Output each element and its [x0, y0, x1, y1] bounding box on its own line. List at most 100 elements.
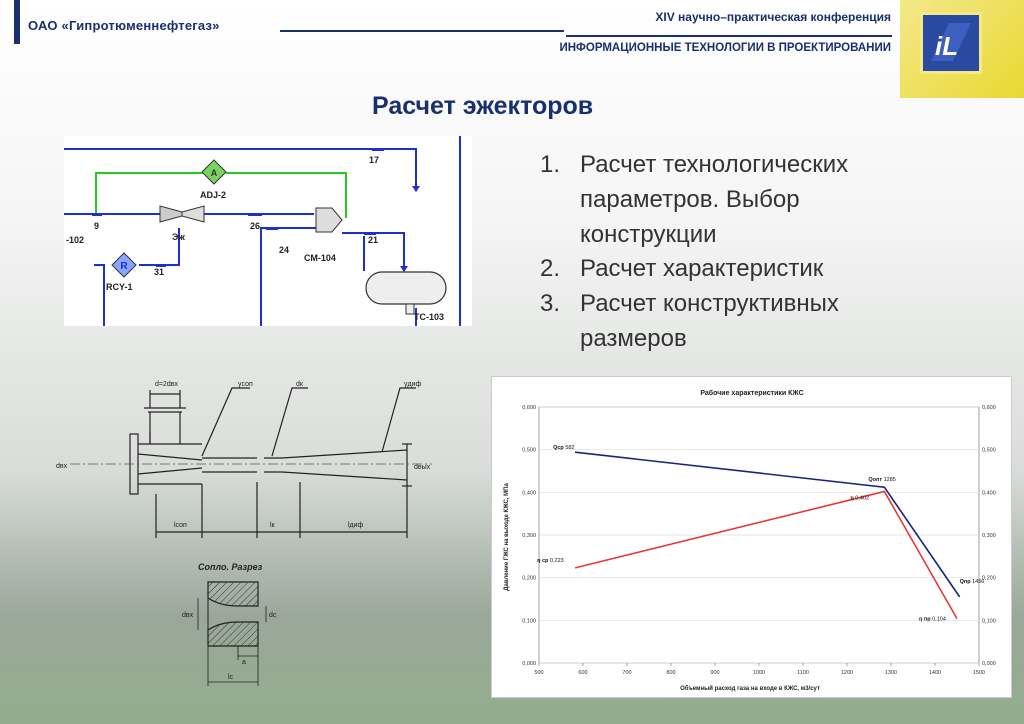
- chart-x-tick-label: 500: [534, 670, 543, 676]
- nozzle-section: Сопло. Разрез dвх dc a lc: [178, 560, 288, 690]
- chart-y-tick-label: 0,600: [522, 405, 536, 411]
- steps-list: 1. Расчет технологических параметров. Вы…: [540, 148, 930, 357]
- slide-title: Расчет эжекторов: [372, 92, 594, 120]
- chart-x-tick-label: 700: [622, 670, 631, 676]
- unit-label: ТС-103: [414, 312, 444, 322]
- stream-label: 31: [154, 267, 164, 277]
- process-schematic: A R 17 ADJ-2 9 -102 Эж 26 24 СМ-104 21 3…: [64, 136, 472, 326]
- chart-annotation: Qср 582: [553, 445, 574, 451]
- il-logo-icon: iL: [920, 12, 982, 74]
- chart-x-tick-label: 1400: [929, 670, 941, 676]
- dimension-label: a: [242, 659, 246, 666]
- recycle-node-icon: R: [111, 252, 137, 278]
- unit-label: RCY-1: [106, 282, 133, 292]
- dimension-label: lсоп: [174, 522, 187, 529]
- chart-annotation-name: Qпр: [960, 579, 973, 585]
- chart-annotation: Qпр 1456: [960, 579, 985, 585]
- stream-label: -102: [66, 235, 84, 245]
- chart-x-tick-label: 1300: [885, 670, 897, 676]
- chart-x-tick-label: 1000: [753, 670, 765, 676]
- chart-x-tick-label: 600: [578, 670, 587, 676]
- dimension-label: dc: [269, 612, 277, 619]
- dimension-label: dк: [296, 381, 304, 388]
- nozzle-title: Сопло. Разрез: [198, 562, 263, 572]
- dimension-label: dвх: [56, 463, 68, 470]
- chart-annotation: η ср 0,223: [537, 558, 564, 564]
- chart-annotation: η пр 0,104: [919, 617, 946, 623]
- stream-label: 21: [368, 235, 378, 245]
- list-item-text: Расчет конструктивных размеров: [580, 290, 839, 352]
- ejector-icon: [159, 205, 183, 223]
- logo-text: iL: [935, 31, 958, 61]
- chart-y-tick-label-right: 0,400: [982, 490, 996, 496]
- chart-y-tick-label: 0,200: [522, 576, 536, 582]
- chart-annotation-value: 1285: [884, 477, 896, 483]
- chart-x-tick-label: 800: [666, 670, 675, 676]
- chart-title: Рабочие характеристики КЖС: [700, 389, 803, 397]
- nozzle-section-svg: Сопло. Разрез dвх dc a lc: [182, 562, 277, 686]
- dimension-label: γсоп: [238, 381, 253, 388]
- chart-annotation-name: Qопт: [868, 477, 883, 483]
- chart-y-tick-label-right: 0,200: [982, 576, 996, 582]
- conference-subtitle: ИНФОРМАЦИОННЫЕ ТЕХНОЛОГИИ В ПРОЕКТИРОВАН…: [559, 42, 891, 54]
- header-divider-left: [280, 30, 564, 32]
- list-item-text: Расчет технологических параметров. Выбор…: [580, 151, 849, 248]
- svg-text:A: A: [211, 168, 218, 178]
- chart-svg: Рабочие характеристики КЖС Объемный расх…: [504, 389, 996, 692]
- stream-label: 24: [279, 245, 289, 255]
- performance-chart: Рабочие характеристики КЖС Объемный расх…: [491, 376, 1012, 698]
- chart-series-line: [574, 451, 961, 598]
- chart-y-tick-label: 0,300: [522, 533, 536, 539]
- chart-y-tick-label-right: 0,600: [982, 405, 996, 411]
- chart-annotation-name: η ср: [537, 558, 550, 564]
- chart-x-axis-label: Объемный расход газа на входе в КЖС, м3/…: [680, 685, 820, 692]
- chart-y-tick-label: 0,100: [522, 618, 536, 624]
- chart-y-tick-label-right: 0,500: [982, 448, 996, 454]
- chart-annotation-value: 1456: [972, 579, 984, 585]
- dimension-label: lдиф: [348, 522, 364, 529]
- chart-annotation-value: 582: [565, 445, 574, 451]
- unit-label: Эж: [172, 232, 186, 242]
- chart-y-tick-label-right: 0,300: [982, 533, 996, 539]
- list-item: 3. Расчет конструктивных размеров: [540, 287, 930, 357]
- separator-vessel-icon: [365, 271, 447, 305]
- chart-annotation-value: 0,104: [932, 617, 946, 623]
- chart-y-tick-label: 0,000: [522, 661, 536, 667]
- dimension-label: γдиф: [404, 381, 421, 388]
- chart-annotation-value: 0,402: [855, 495, 869, 501]
- chart-annotation-name: η пр: [919, 617, 932, 623]
- chart-x-tick-label: 900: [710, 670, 719, 676]
- chart-y-tick-label-right: 0,000: [982, 661, 996, 667]
- header-accent-bar: [14, 0, 20, 44]
- list-item-number: 3.: [540, 290, 561, 318]
- list-item-text: Расчет характеристик: [580, 255, 824, 283]
- mixer-icon: [315, 207, 343, 233]
- ejector-drawing: d=2dвх dвх γсоп dк γдиф dвых lсоп lк lди…: [52, 372, 442, 542]
- chart-x-tick-label: 1100: [797, 670, 809, 676]
- unit-label: ADJ-2: [200, 190, 226, 200]
- dimension-label: lк: [270, 522, 276, 529]
- chart-y-axis-label: Давление ГЖС на выходе КЖС, МПа: [504, 483, 510, 591]
- dimension-label: d=2dвх: [155, 381, 178, 388]
- chart-y-tick-label-right: 0,100: [982, 618, 996, 624]
- chart-series-line: [574, 490, 958, 620]
- dimension-label: dвх: [182, 612, 194, 619]
- chart-annotation-value: 0,223: [550, 558, 564, 564]
- company-name: ОАО «Гипротюменнефтегаз»: [28, 18, 220, 33]
- list-item: 2. Расчет характеристик: [540, 252, 930, 287]
- stream-label: 17: [369, 155, 379, 165]
- header-divider-right: [566, 35, 892, 37]
- stream-label: 26: [250, 221, 260, 231]
- list-item-number: 2.: [540, 255, 561, 283]
- dimension-label: lc: [228, 674, 234, 681]
- chart-y-tick-label: 0,500: [522, 448, 536, 454]
- chart-y-tick-label: 0,400: [522, 490, 536, 496]
- ejector-drawing-svg: d=2dвх dвх γсоп dк γдиф dвых lсоп lк lди…: [56, 381, 432, 538]
- schematic-svg: A R 17 ADJ-2 9 -102 Эж 26 24 СМ-104 21 3…: [64, 136, 461, 326]
- chart-x-tick-label: 1200: [841, 670, 853, 676]
- unit-label: СМ-104: [304, 253, 336, 263]
- chart-annotation: η 0,402: [850, 495, 869, 501]
- conference-title: XIV научно–практическая конференция: [655, 10, 891, 24]
- list-item-number: 1.: [540, 151, 561, 178]
- svg-text:R: R: [120, 261, 128, 272]
